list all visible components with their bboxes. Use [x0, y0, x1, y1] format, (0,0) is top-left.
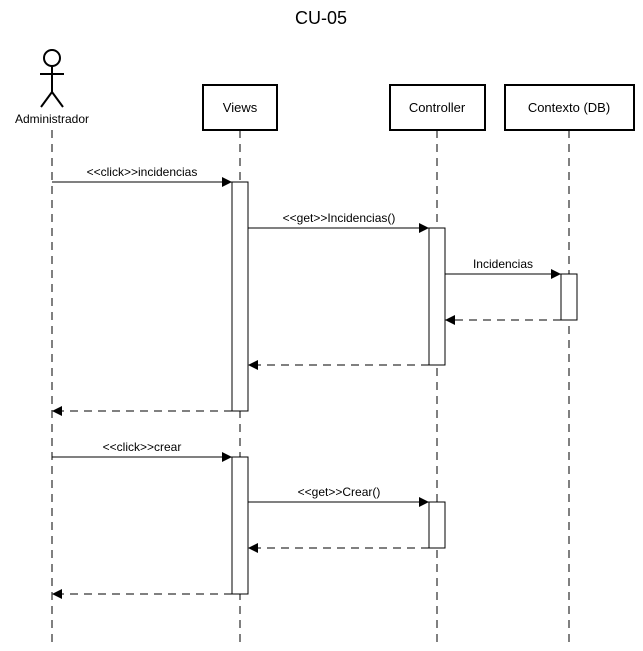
activation-views-2: [231, 456, 249, 595]
message-click-incidencias: <<click>>incidencias: [52, 165, 232, 187]
participant-contexto-label: Contexto (DB): [528, 100, 610, 115]
message-incidencias: Incidencias: [445, 257, 561, 279]
participant-views-label: Views: [223, 100, 258, 115]
message-get-incidencias: <<get>>Incidencias(): [248, 211, 429, 233]
message-label: Incidencias: [473, 257, 533, 271]
actor-label: Administrador: [15, 112, 89, 126]
diagram-title: CU-05: [295, 8, 347, 28]
message-get-crear: <<get>>Crear(): [248, 485, 429, 507]
participant-views: Views: [202, 84, 278, 131]
participant-contexto: Contexto (DB): [504, 84, 635, 131]
activation-views-1: [231, 181, 249, 412]
message-label: <<click>>crear: [103, 440, 182, 454]
participant-controller: Controller: [389, 84, 486, 131]
stick-figure-actor-icon: [40, 49, 64, 108]
activation-controller-2: [428, 501, 446, 549]
activation-contexto-1: [560, 273, 578, 321]
message-click-crear: <<click>>crear: [52, 440, 232, 462]
message-label: <<click>>incidencias: [87, 165, 198, 179]
message-label: <<get>>Incidencias(): [283, 211, 396, 225]
participant-controller-label: Controller: [409, 100, 466, 115]
activation-controller-1: [428, 227, 446, 366]
actor-administrador: Administrador: [15, 49, 89, 126]
message-label: <<get>>Crear(): [298, 485, 381, 499]
